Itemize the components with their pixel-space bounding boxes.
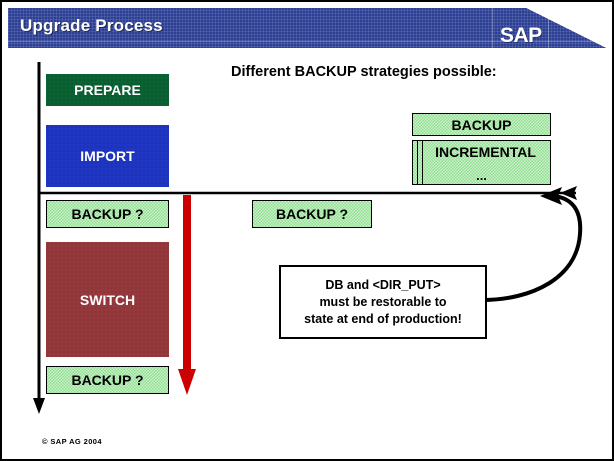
phase-box-backup-after-switch[interactable]: BACKUP ? bbox=[46, 366, 169, 394]
switch-duration-red-arrow bbox=[178, 195, 196, 395]
callout-line-1: DB and <DIR_PUT> bbox=[325, 278, 441, 292]
phase-box-switch[interactable]: SWITCH bbox=[46, 242, 169, 357]
copyright-footer: © SAP AG 2004 bbox=[42, 437, 102, 446]
phase-label: IMPORT bbox=[80, 148, 135, 164]
stack-spine-outer bbox=[417, 141, 418, 184]
callout-line-2: must be restorable to bbox=[319, 295, 447, 309]
stack-spine-inner bbox=[422, 141, 423, 184]
sap-logo: SAP bbox=[500, 24, 542, 47]
header-diagonal-wedge bbox=[526, 8, 606, 48]
phase-box-import[interactable]: IMPORT bbox=[46, 125, 169, 187]
strategy-box-backup[interactable]: BACKUP bbox=[412, 113, 551, 136]
strategies-heading: Different BACKUP strategies possible: bbox=[231, 64, 497, 80]
phase-label: BACKUP ? bbox=[71, 206, 144, 222]
page-title: Upgrade Process bbox=[20, 16, 163, 35]
slide-header: Upgrade Process SAP bbox=[8, 8, 606, 48]
callout-box[interactable]: DB and <DIR_PUT> must be restorable to s… bbox=[279, 265, 487, 339]
timeline-vertical-arrow bbox=[33, 62, 45, 414]
middle-backup-box[interactable]: BACKUP ? bbox=[252, 200, 372, 228]
callout-curved-arrow bbox=[480, 187, 583, 302]
strategy-label: BACKUP bbox=[451, 116, 512, 133]
strategy-sub-label: ... bbox=[476, 168, 487, 183]
phase-box-prepare[interactable]: PREPARE bbox=[46, 74, 169, 106]
strategy-box-incremental[interactable]: INCREMENTAL ... bbox=[412, 140, 551, 185]
phase-box-backup-after-import[interactable]: BACKUP ? bbox=[46, 200, 169, 228]
callout-line-3: state at end of production! bbox=[304, 312, 462, 326]
header-rule bbox=[8, 41, 606, 42]
middle-backup-label: BACKUP ? bbox=[275, 206, 349, 222]
strategy-label: INCREMENTAL bbox=[435, 144, 536, 160]
phase-label: BACKUP ? bbox=[71, 372, 144, 388]
phase-label: SWITCH bbox=[79, 291, 136, 308]
horizontal-timeline-line bbox=[38, 186, 577, 200]
header-divider-left bbox=[492, 8, 493, 48]
phase-label: PREPARE bbox=[74, 82, 141, 98]
